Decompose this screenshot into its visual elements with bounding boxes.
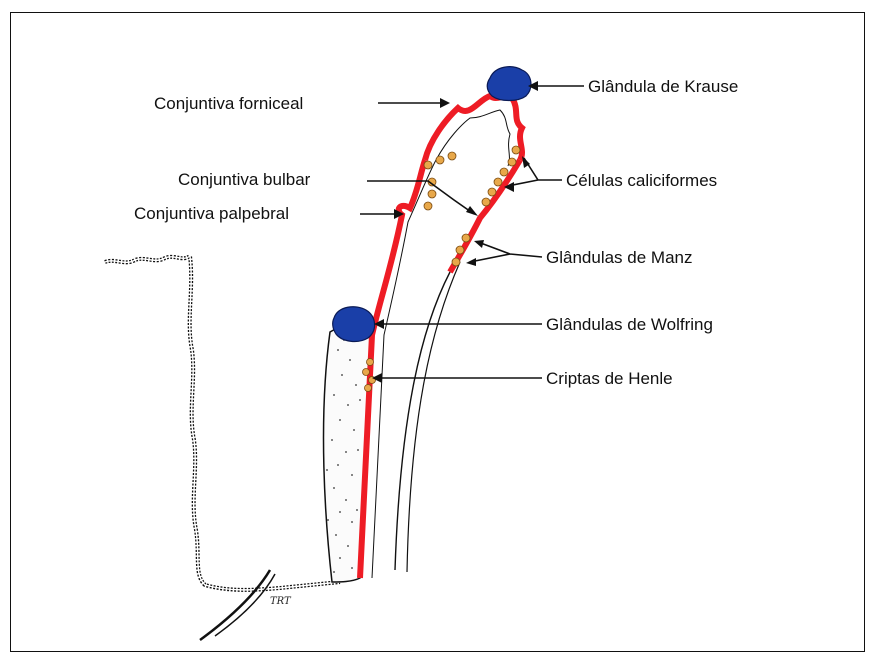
label-krause-gland: Glândula de Krause — [588, 78, 738, 95]
label-forniceal-conjunctiva: Conjuntiva forniceal — [154, 95, 303, 112]
label-henle-crypts: Criptas de Henle — [546, 370, 673, 387]
label-manz-glands: Glândulas de Manz — [546, 249, 692, 266]
manz-glands — [452, 234, 470, 266]
eyelid-skin-outline — [105, 256, 340, 590]
eyelid-skin-inner — [105, 256, 340, 590]
palpebral-conjunctiva — [360, 160, 425, 578]
label-bulbar-conjunctiva: Conjuntiva bulbar — [178, 171, 310, 188]
sclera-line — [395, 272, 450, 570]
krause-gland — [487, 67, 531, 101]
wolfring-gland — [333, 307, 375, 342]
label-palpebral-conjunctiva: Conjuntiva palpebral — [134, 205, 289, 222]
bulbar-conjunctiva — [450, 160, 520, 272]
label-wolfring-glands: Glândulas de Wolfring — [546, 316, 713, 333]
artist-signature: TRT — [270, 596, 291, 607]
eyelash-2 — [215, 574, 275, 636]
label-goblet-cells: Células caliciformes — [566, 172, 717, 189]
eyelash — [200, 570, 270, 640]
